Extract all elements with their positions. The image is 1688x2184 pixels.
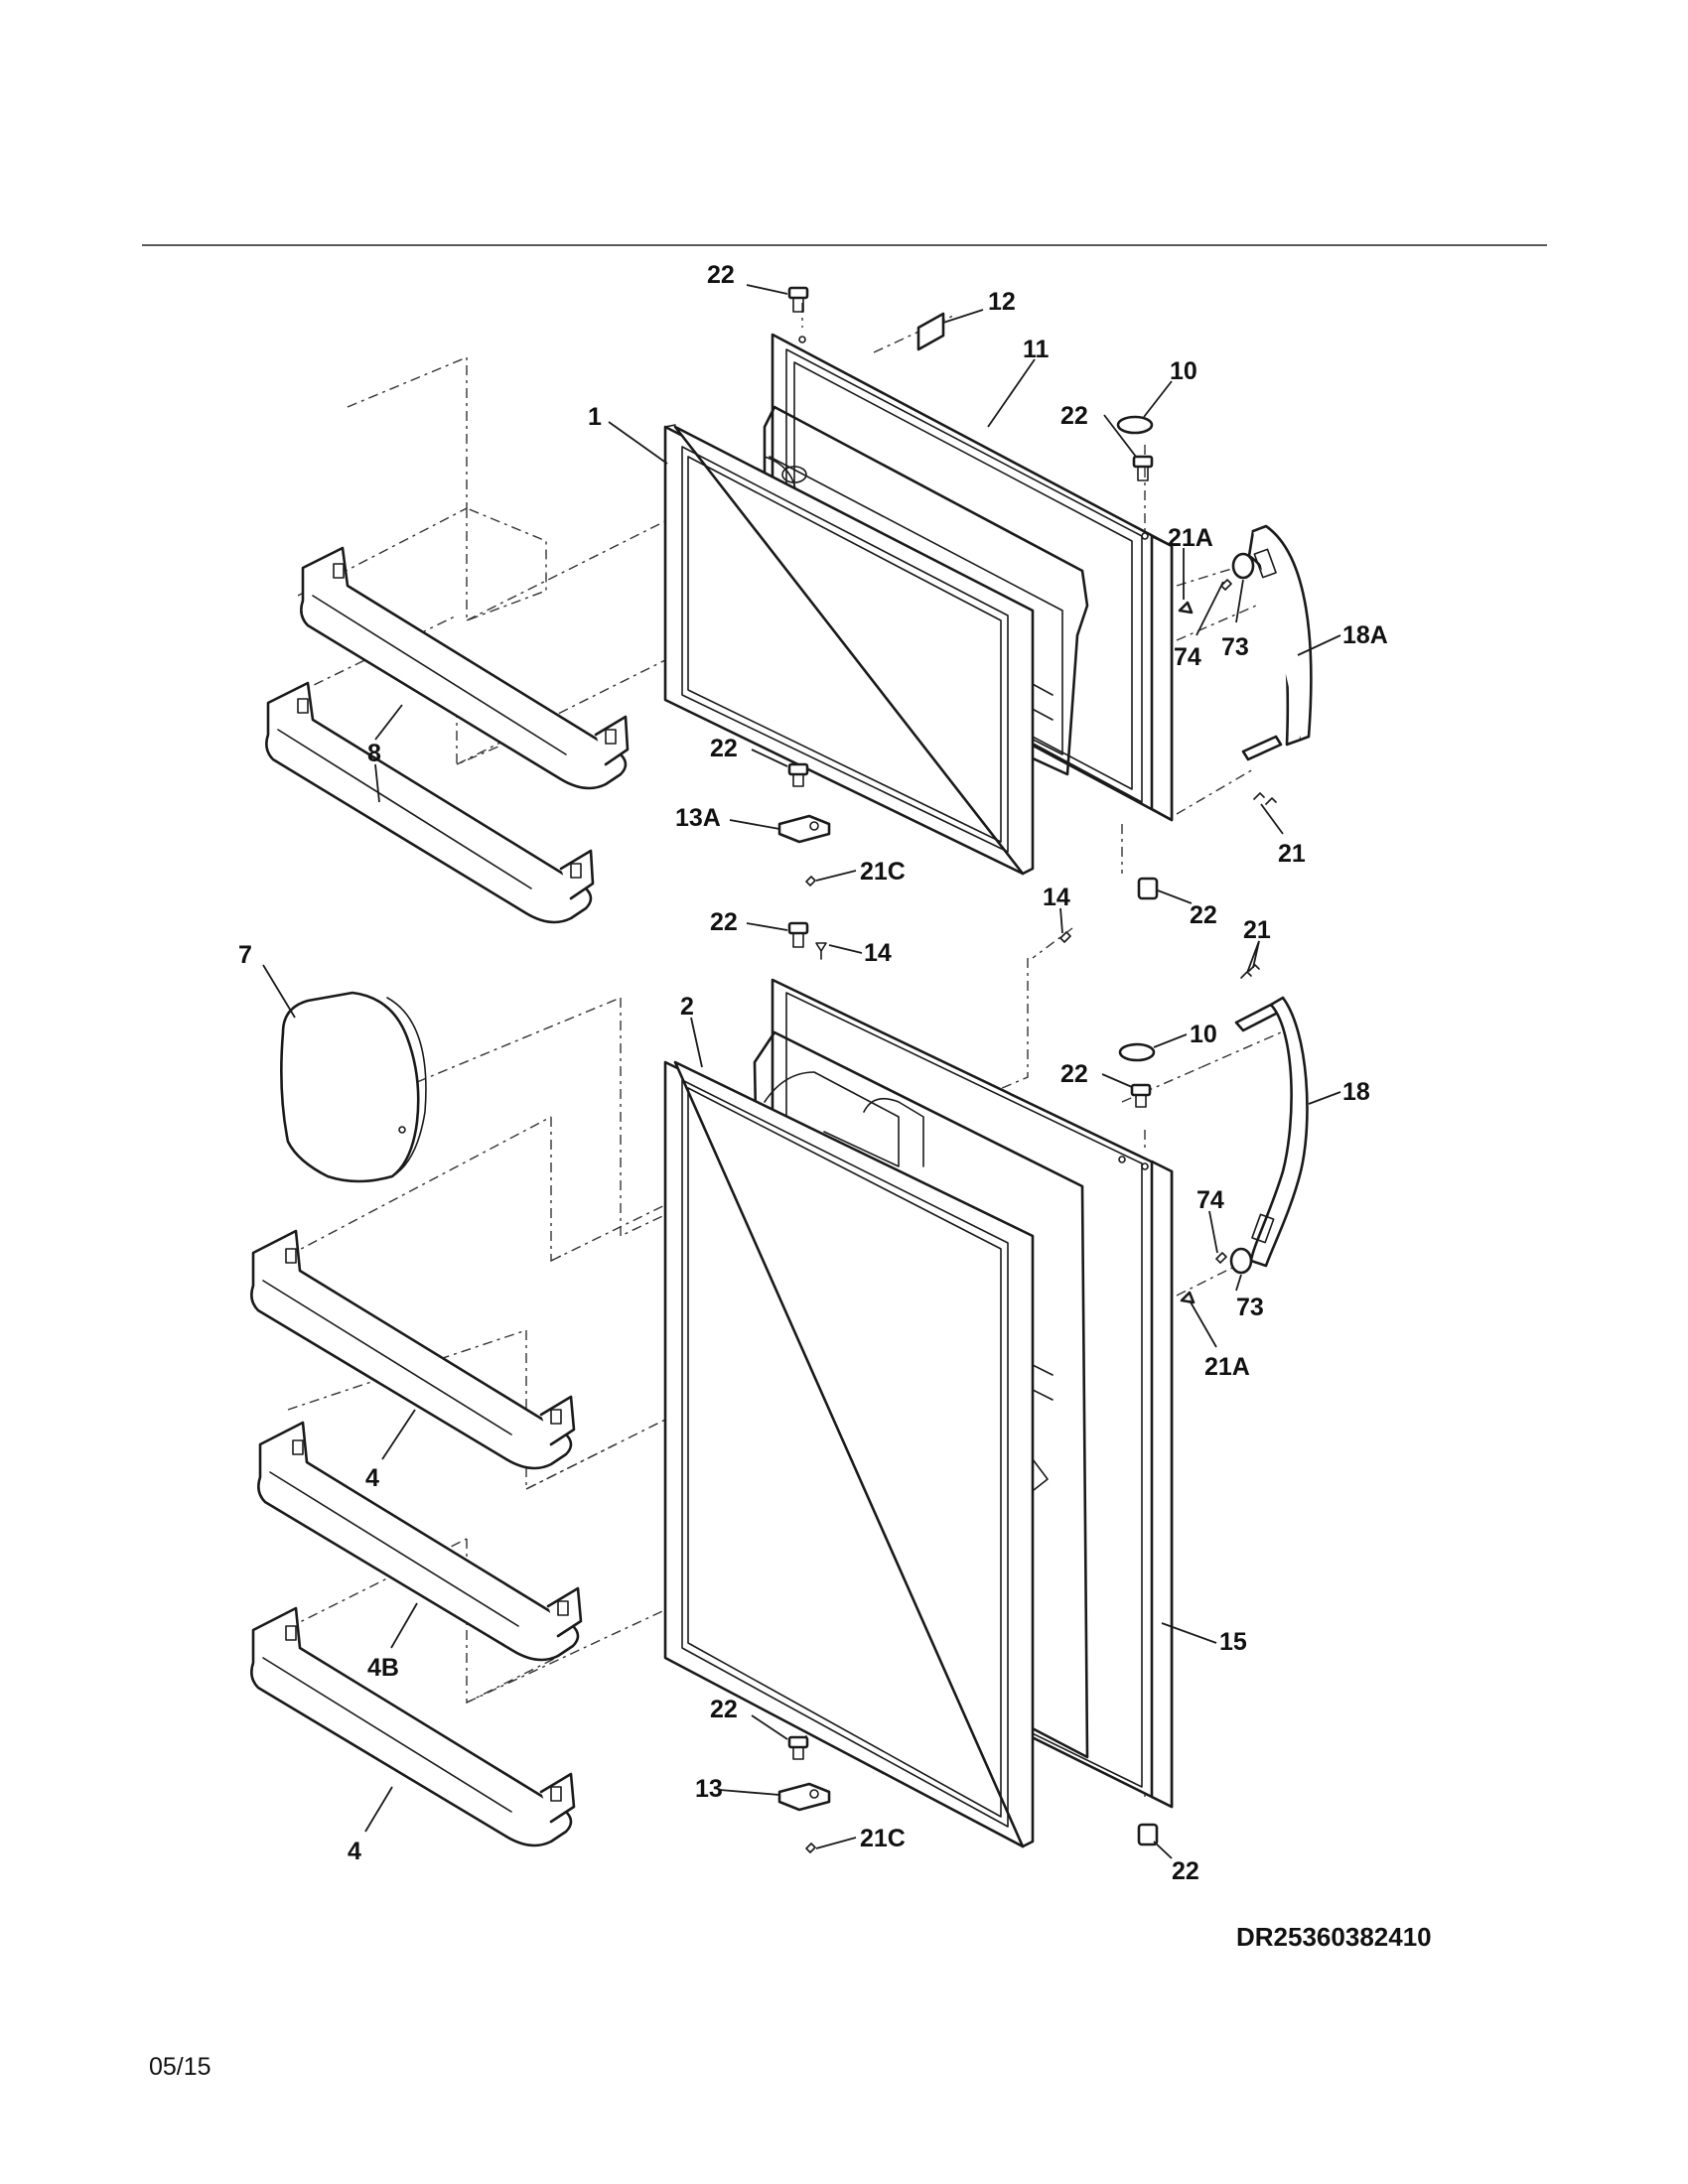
freezer-door-shelves-8 [265,546,630,924]
callout-label: 11 [1023,336,1050,363]
callout-label: 22 [1060,1060,1088,1088]
callout-label: 18 [1342,1078,1370,1106]
callout-label: 22 [710,1696,738,1723]
screw-22-upper-right [1132,455,1154,481]
callout-label: 1 [588,403,602,431]
plug-21a-upper [1178,601,1194,614]
callout-label: 2 [680,993,694,1021]
screw-14-fresh-left [815,942,827,960]
revision-date: 05/15 [149,2053,211,2081]
freezer-handle-18a [1241,524,1313,761]
door-shelf-4b [257,1421,583,1662]
callout-label: 21 [1243,916,1271,944]
callout-label: 15 [1219,1628,1247,1656]
callout-label: 4 [348,1838,361,1865]
callout-label: 22 [1060,402,1088,430]
callout-label: 7 [238,941,252,969]
fresh-food-door-gasket [663,1060,1035,1848]
cap-73-lower [1229,1247,1253,1275]
callout-label: 4B [367,1654,399,1682]
screw-14-fresh-right [1059,931,1071,943]
door-shelf-4-upper [250,1229,576,1470]
plug-10-lower [1118,1042,1156,1062]
callout-label: 12 [988,288,1016,316]
screw-22-top [787,286,809,313]
callout-label: 18A [1342,621,1388,649]
plug-21a-lower [1180,1291,1196,1304]
callout-label: 13A [675,804,721,832]
screws-21-upper [1253,792,1277,805]
door-shelf-4-lower [250,1606,576,1847]
callout-label: 4 [365,1464,379,1492]
fresh-food-handle-18 [1234,996,1309,1268]
callout-label: 22 [707,261,735,289]
callout-label: 8 [367,740,381,767]
callout-label: 21 [1278,840,1306,868]
hinge-13a [777,762,831,887]
screw-22-freezer-bottom [1137,877,1159,900]
callout-label: 10 [1190,1021,1217,1048]
callout-label: 13 [695,1775,723,1803]
callout-label: 22 [710,908,738,936]
freezer-door-gasket [663,424,1035,876]
callout-labels: 22 12 11 10 22 1 21A 74 73 18A 8 22 13A … [238,261,1388,1885]
callout-label: 74 [1196,1186,1224,1214]
callout-label: 21A [1204,1353,1250,1381]
callout-label: 10 [1170,357,1197,385]
diagram-code: DR25360382410 [1236,1922,1432,1952]
screw-22-fresh-bottom [1137,1823,1159,1846]
callout-label: 22 [1190,901,1217,929]
callout-label: 21C [860,1825,906,1852]
callout-label: 22 [710,735,738,762]
cap-73-upper [1231,552,1255,580]
hinge-13 [777,1735,831,1853]
label-12-part [916,312,945,351]
screw-74-upper [1220,579,1232,591]
callout-label: 22 [1172,1857,1199,1885]
callout-label: 21C [860,858,906,886]
plug-10-upper [1116,415,1154,435]
leader-lines [262,284,1341,1859]
callout-label: 14 [864,939,892,967]
callout-label: 73 [1221,633,1249,661]
screw-22-fresh-right [1130,1083,1152,1108]
callout-label: 21A [1168,524,1213,552]
screw-74-lower [1215,1252,1227,1264]
screw-22-fresh-top [787,921,809,948]
callout-label: 14 [1043,884,1070,911]
callout-label: 73 [1236,1294,1264,1321]
callout-label: 74 [1174,643,1201,671]
dairy-door-7 [280,991,427,1183]
